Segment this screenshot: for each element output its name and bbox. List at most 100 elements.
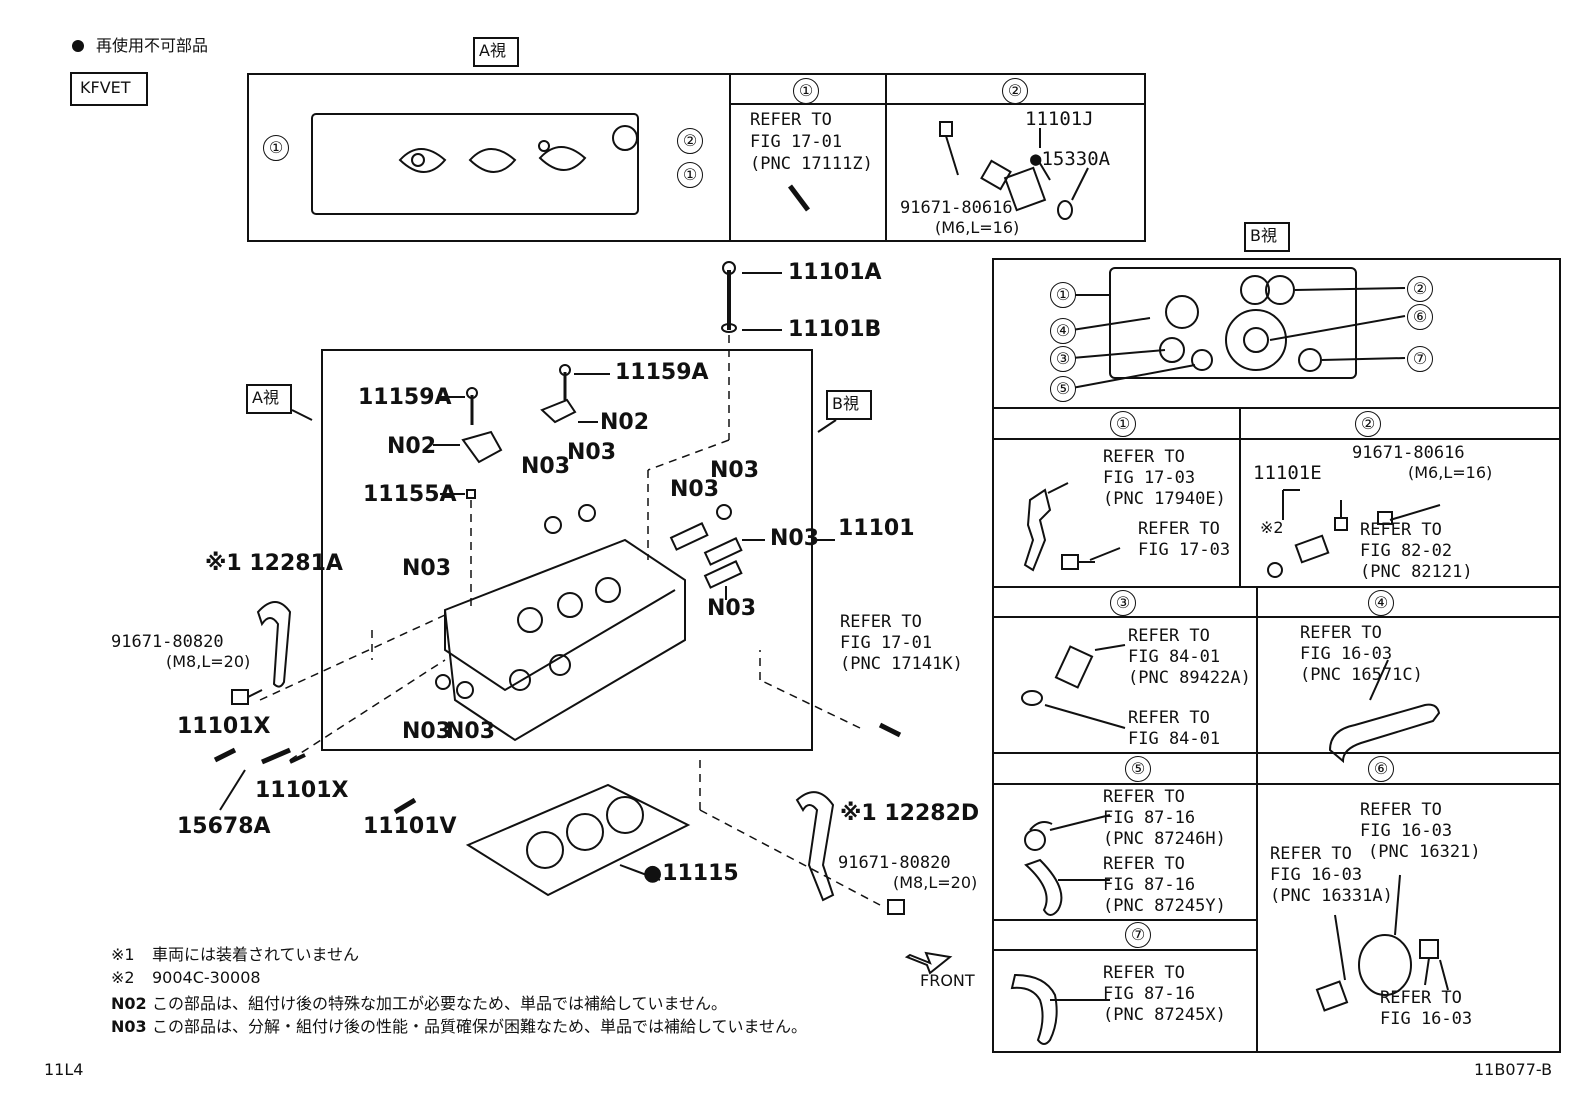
view-b-p6-refer-b-3: (PNC 16331A) xyxy=(1270,886,1393,906)
view-b-p2-refer-1: REFER TO xyxy=(1360,520,1442,540)
engine-code: KFVET xyxy=(80,78,131,97)
view-a-callout-1: ① xyxy=(263,135,289,161)
view-a-callout-1b: ① xyxy=(677,162,703,188)
label-bolt-2-spec: (M8,L=20) xyxy=(893,873,978,892)
view-b-p7-num: ⑦ xyxy=(1125,922,1151,948)
main-view-b-tag: B視 xyxy=(826,390,872,420)
note-text-3: この部品は、組付け後の特殊な加工が必要なため、単品では補給していません。 xyxy=(152,994,728,1013)
view-b-p5-refer-a-1: REFER TO xyxy=(1103,787,1185,807)
label-bolt-1: 91671-80820 xyxy=(111,632,224,652)
view-a-bolt: 91671-80616 xyxy=(900,198,1013,218)
view-a-panel1-refer-2: FIG 17-01 xyxy=(750,132,843,152)
view-b-callout-6: ⑥ xyxy=(1407,304,1433,330)
view-b-tag: B視 xyxy=(1244,222,1290,252)
view-b-p3-refer-a-1: REFER TO xyxy=(1128,626,1210,646)
view-b-p5-refer-b-3: (PNC 87245Y) xyxy=(1103,896,1226,916)
view-b-p6-refer-c-2: FIG 16-03 xyxy=(1380,1009,1473,1029)
view-b-p7-refer-1: REFER TO xyxy=(1103,963,1185,983)
footer-left: 11L4 xyxy=(44,1060,84,1079)
label-12281A: ※1 12281A xyxy=(205,551,343,576)
label-N03-9: N03 xyxy=(446,719,496,744)
label-11159A-left: 11159A xyxy=(358,385,452,410)
label-11115: ●11115 xyxy=(643,861,739,886)
label-N03-1: N03 xyxy=(521,454,571,479)
view-b-p5-refer-a-3: (PNC 87246H) xyxy=(1103,829,1226,849)
view-b-p1-refer-a-1: REFER TO xyxy=(1103,447,1185,467)
view-b-p2-bolt-spec: (M6,L=16) xyxy=(1408,463,1493,482)
label-11155A: 11155A xyxy=(363,482,457,507)
label-N03-2: N03 xyxy=(567,440,617,465)
label-N03-3: N03 xyxy=(670,477,720,502)
view-b-p5-refer-b-1: REFER TO xyxy=(1103,854,1185,874)
view-b-p4-refer-1: REFER TO xyxy=(1300,623,1382,643)
engine-code-box: KFVET xyxy=(70,72,148,106)
view-b-p6-refer-a-2: FIG 16-03 xyxy=(1360,821,1453,841)
view-b-p7-refer-2: FIG 87-16 xyxy=(1103,984,1196,1004)
label-12282D: ※1 12282D xyxy=(840,801,980,826)
view-b-p1-refer-b-1: REFER TO xyxy=(1138,519,1220,539)
label-bolt-2: 91671-80820 xyxy=(838,853,951,873)
label-N02-left: N02 xyxy=(387,434,437,459)
view-b-p3-num: ③ xyxy=(1110,590,1136,616)
note-key-3: N02 xyxy=(111,994,147,1013)
view-b-callout-4: ④ xyxy=(1050,318,1076,344)
view-b-p4-refer-2: FIG 16-03 xyxy=(1300,644,1393,664)
view-b-p2-note: ※2 xyxy=(1260,518,1284,537)
view-a-tag: A視 xyxy=(473,37,519,67)
view-b-p6-refer-a-3: (PNC 16321) xyxy=(1368,842,1481,862)
view-b-p4-refer-3: (PNC 16571C) xyxy=(1300,665,1423,685)
view-b-p6-refer-a-1: REFER TO xyxy=(1360,800,1442,820)
note-text-1: 車両には装着されていません xyxy=(152,945,360,964)
view-b-p4-num: ④ xyxy=(1368,590,1394,616)
label-N03-6: N03 xyxy=(707,596,757,621)
view-b-callout-5: ⑤ xyxy=(1050,376,1076,402)
view-b-p2-refer-3: (PNC 82121) xyxy=(1360,562,1473,582)
view-b-callout-1: ① xyxy=(1050,282,1076,308)
label-bolt-1-spec: (M8,L=20) xyxy=(166,652,251,671)
view-b-p6-refer-c-1: REFER TO xyxy=(1380,988,1462,1008)
label-11101: 11101 xyxy=(838,516,915,541)
label-N03-8: N03 xyxy=(402,719,452,744)
view-b-callout-3: ③ xyxy=(1050,346,1076,372)
view-b-p2-refer-2: FIG 82-02 xyxy=(1360,541,1453,561)
label-N03-5: N03 xyxy=(770,526,820,551)
view-b-p1-refer-a-3: (PNC 17940E) xyxy=(1103,489,1226,509)
view-b-p6-refer-b-2: FIG 16-03 xyxy=(1270,865,1363,885)
note-text-4: この部品は、分解・組付け後の性能・品質確保が困難なため、単品では補給していません… xyxy=(152,1017,808,1036)
view-a-part-15330A: ●15330A xyxy=(1030,148,1111,170)
view-a-bolt-spec: (M6,L=16) xyxy=(935,218,1020,237)
view-b-callout-7: ⑦ xyxy=(1407,346,1433,372)
view-b-p2-part: 11101E xyxy=(1253,462,1322,484)
label-11101B: 11101B xyxy=(788,317,882,342)
view-b-p3-refer-b-2: FIG 84-01 xyxy=(1128,729,1221,749)
label-15678A: 15678A xyxy=(177,814,271,839)
view-b-p3-refer-b-1: REFER TO xyxy=(1128,708,1210,728)
view-a-callout-2: ② xyxy=(677,128,703,154)
view-b-p6-refer-b-1: REFER TO xyxy=(1270,844,1352,864)
view-b-p6-num: ⑥ xyxy=(1368,756,1394,782)
main-refer-2: FIG 17-01 xyxy=(840,633,933,653)
footer-right: 11B077-B xyxy=(1474,1060,1553,1079)
view-b-p3-refer-a-2: FIG 84-01 xyxy=(1128,647,1221,667)
note-key-1: ※1 xyxy=(111,945,135,964)
main-refer-3: (PNC 17141K) xyxy=(840,654,963,674)
label-11101A: 11101A xyxy=(788,260,882,285)
view-b-p5-refer-a-2: FIG 87-16 xyxy=(1103,808,1196,828)
view-a-panel2-num: ② xyxy=(1002,78,1028,104)
note-text-2: 9004C-30008 xyxy=(152,968,261,987)
view-a-panel1-refer-3: (PNC 17111Z) xyxy=(750,154,873,174)
view-b-p3-refer-a-3: (PNC 89422A) xyxy=(1128,668,1251,688)
label-N03-4: N03 xyxy=(710,458,760,483)
view-b-p1-refer-b-2: FIG 17-03 xyxy=(1138,540,1231,560)
label-11101X-right: 11101X xyxy=(255,778,349,803)
label-11101V: 11101V xyxy=(363,814,457,839)
view-a-panel1-num: ① xyxy=(793,78,819,104)
legend-bullet-text: 再使用不可部品 xyxy=(96,36,209,55)
label-N02-right: N02 xyxy=(600,410,650,435)
main-view-a-tag: A視 xyxy=(246,384,292,414)
label-N03-7: N03 xyxy=(402,556,452,581)
view-b-p5-num: ⑤ xyxy=(1125,756,1151,782)
view-b-p5-refer-b-2: FIG 87-16 xyxy=(1103,875,1196,895)
